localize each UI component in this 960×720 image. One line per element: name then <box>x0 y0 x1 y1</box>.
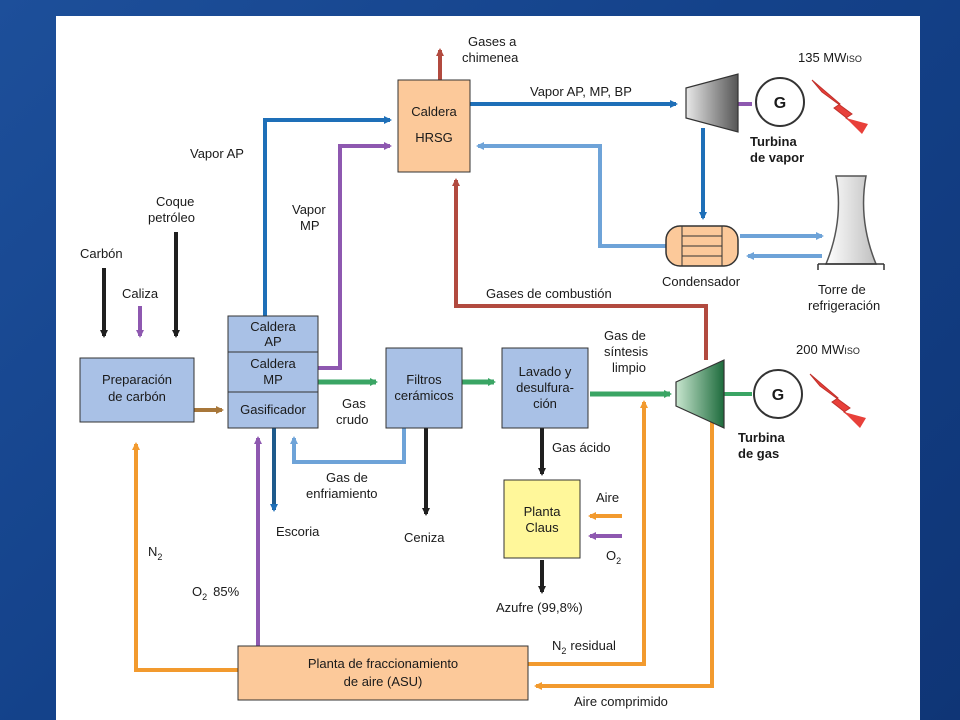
coque-label-1: Coque <box>156 194 194 209</box>
gases-chimenea-label-1: Gases a <box>468 34 517 49</box>
diagram-panel <box>56 16 920 720</box>
gas-sintesis-label-1: Gas de <box>604 328 646 343</box>
gas-sintesis-label-3: limpio <box>612 360 646 375</box>
filtros-box: Filtros cerámicos <box>385 347 463 429</box>
gas-crudo-label-1: Gas <box>342 396 366 411</box>
aire-comprimido-label: Aire comprimido <box>574 694 668 709</box>
claus-line1: Planta <box>524 504 562 519</box>
condensador-icon <box>665 225 739 267</box>
asu-line1: Planta de fraccionamiento <box>308 656 458 671</box>
turbina-vapor-label-1: Turbina <box>750 134 797 149</box>
steam-generator-letter: G <box>774 95 786 112</box>
vapor-mp-label-2: MP <box>300 218 320 233</box>
cooling-tower-icon <box>817 175 885 270</box>
gas-acido-label: Gas ácido <box>552 440 611 455</box>
steam-generator-icon: G <box>755 77 805 127</box>
turbina-gas-label-1: Turbina <box>738 430 785 445</box>
filtros-line1: Filtros <box>406 372 442 387</box>
gas-sintesis-label-2: síntesis <box>604 344 649 359</box>
turbina-vapor-label-2: de vapor <box>750 150 804 165</box>
gas-generator-icon: G <box>753 369 803 419</box>
escoria-label: Escoria <box>276 524 320 539</box>
condensate-return-flow <box>476 142 666 248</box>
planta-claus-box: Planta Claus <box>503 479 581 559</box>
n2-label: N2 <box>148 544 162 562</box>
gasificador-stack: Caldera AP Caldera MP Gasificador <box>227 315 319 429</box>
asu-line2: de aire (ASU) <box>344 674 423 689</box>
caldera-ap-line1: Caldera <box>250 319 296 334</box>
lavado-line3: ción <box>533 396 557 411</box>
gases-combustion-flow <box>452 178 708 360</box>
preparacion-line2: de carbón <box>108 389 166 404</box>
aire-claus-label: Aire <box>596 490 619 505</box>
n2-flow <box>132 442 238 672</box>
vapor-mp-label-1: Vapor <box>292 202 326 217</box>
vapor-mp-flow <box>318 142 392 370</box>
vapor-ap-mp-bp-label: Vapor AP, MP, BP <box>530 84 632 99</box>
asu-box: Planta de fraccionamiento de aire (ASU) <box>237 645 529 701</box>
lightning-icon-steam <box>811 79 868 134</box>
gas-generator-letter: G <box>772 387 784 404</box>
caldera-hrsg-line2: HRSG <box>415 130 453 145</box>
lightning-icon-gas <box>809 373 866 428</box>
turbina-gas-label-2: de gas <box>738 446 779 461</box>
n2-residual-flow <box>528 400 648 666</box>
torre-label-2: refrigeración <box>808 298 880 313</box>
gasificador-label: Gasificador <box>240 402 306 417</box>
caldera-hrsg-box: Caldera HRSG <box>397 79 471 173</box>
gas-turbine-icon <box>675 359 725 429</box>
caldera-mp-line1: Caldera <box>250 356 296 371</box>
aire-comprimido-flow <box>534 420 714 690</box>
gas-crudo-label-2: crudo <box>336 412 369 427</box>
gas-enfriamiento-label-1: Gas de <box>326 470 368 485</box>
condensador-label: Condensador <box>662 274 741 289</box>
caldera-mp-line2: MP <box>263 372 283 387</box>
ceniza-label: Ceniza <box>404 530 445 545</box>
vapor-ap-flow <box>263 116 392 316</box>
mw-vapor-label: 135 MWISO <box>798 50 862 65</box>
vapor-ap-label: Vapor AP <box>190 146 244 161</box>
gas-enfriamiento-flow <box>290 428 406 464</box>
lavado-box: Lavado y desulfura- ción <box>501 347 589 429</box>
torre-label-1: Torre de <box>818 282 866 297</box>
azufre-label: Azufre (99,8%) <box>496 600 583 615</box>
gases-chimenea-label-2: chimenea <box>462 50 519 65</box>
lavado-line1: Lavado y <box>519 364 572 379</box>
preparacion-carbon-box: Preparación de carbón <box>79 357 195 423</box>
carbon-label: Carbón <box>80 246 123 261</box>
o2-claus-label: O2 <box>606 548 621 566</box>
preparacion-line1: Preparación <box>102 372 172 387</box>
mw-gas-label: 200 MWISO <box>796 342 860 357</box>
lavado-line2: desulfura- <box>516 380 574 395</box>
steam-turbine-icon <box>685 73 739 133</box>
caldera-ap-line2: AP <box>264 334 281 349</box>
gas-enfriamiento-label-2: enfriamiento <box>306 486 378 501</box>
gases-combustion-label: Gases de combustión <box>486 286 612 301</box>
coque-label-2: petróleo <box>148 210 195 225</box>
filtros-line2: cerámicos <box>394 388 454 403</box>
caldera-hrsg-line1: Caldera <box>411 104 457 119</box>
caliza-label: Caliza <box>122 286 159 301</box>
claus-line2: Claus <box>525 520 559 535</box>
